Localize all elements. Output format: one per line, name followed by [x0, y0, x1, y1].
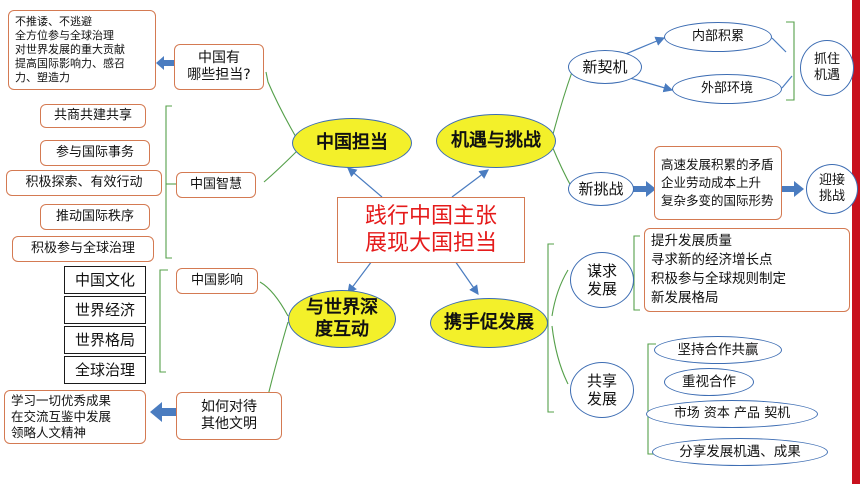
wisdom-item: 积极探索、有效行动	[6, 170, 162, 196]
label-china-wisdom: 中国智慧	[176, 172, 256, 198]
branch-world-interaction: 与世界深 度互动	[288, 290, 396, 348]
responsibility-answer: 不推诿、不逃避 全方位参与全球治理 对世界发展的重大贡献 提高国际影响力、感召 …	[8, 10, 156, 90]
influence-item: 世界经济	[64, 296, 146, 324]
influence-item: 世界格局	[64, 326, 146, 354]
development-outer-bracket	[547, 243, 554, 413]
trunk-to-share	[551, 325, 569, 385]
seek-bracket	[633, 235, 640, 311]
challenge-details: 高速发展积累的矛盾 企业劳动成本上升 复杂多变的国际形势	[654, 146, 782, 220]
question-what-responsibility: 中国有 哪些担当?	[174, 44, 264, 90]
influence-bracket	[159, 269, 168, 373]
wisdom-item: 共商共建共享	[40, 104, 146, 128]
node-external-environment: 外部环境	[672, 74, 782, 104]
civilization-answer: 学习一切优秀成果 在交流互鉴中发展 领略人文精神	[4, 390, 146, 444]
branch-opportunities-challenges: 机遇与挑战	[436, 114, 556, 168]
node-shared-development: 共享 发展	[570, 362, 634, 418]
center-to-china-responsibility-arrow	[347, 167, 383, 198]
civilization-answer-arrow-icon	[150, 402, 176, 422]
center-to-opportunities-arrow	[451, 169, 489, 198]
trunk-to-wisdom	[263, 147, 301, 183]
meet-challenge-arrow-icon	[782, 181, 804, 197]
node-new-challenge: 新挑战	[568, 172, 634, 206]
trunk-to-new-challenge	[551, 145, 573, 189]
shared-development-item: 分享发展机遇、成果	[652, 438, 828, 466]
trunk-to-new-opportunity	[551, 71, 573, 139]
branch-china-responsibility: 中国担当	[292, 118, 412, 168]
shared-development-item: 市场 资本 产品 契机	[646, 400, 818, 428]
question-other-civilizations: 如何对待 其他文明	[176, 392, 282, 440]
external-to-seize-line	[781, 75, 793, 89]
node-internal-accumulation: 内部积累	[664, 22, 772, 52]
central-topic-line2: 展现大国担当	[364, 231, 497, 256]
central-topic: 践行中国主张 展现大国担当	[337, 197, 525, 263]
slide-accent-bar	[852, 0, 860, 484]
share-bracket	[647, 343, 656, 455]
seize-bracket	[786, 21, 795, 101]
wisdom-item: 推动国际秩序	[40, 204, 150, 230]
wisdom-item: 参与国际事务	[40, 140, 150, 166]
node-seize-opportunity: 抓住 机遇	[800, 40, 854, 96]
seek-development-items: 提升发展质量 寻求新的经济增长点 积极参与全球规则制定 新发展格局	[644, 228, 850, 312]
central-topic-line1: 践行中国主张	[364, 203, 497, 229]
wisdom-item: 积极参与全球治理	[12, 236, 154, 262]
center-to-joint-development-arrow	[454, 260, 479, 295]
trunk-to-influence	[259, 281, 289, 317]
challenge-details-arrow-icon	[633, 181, 656, 197]
shared-development-item: 重视合作	[664, 368, 754, 396]
influence-item: 全球治理	[64, 356, 146, 384]
question-answer-arrow-icon	[156, 56, 174, 70]
node-meet-challenge: 迎接 挑战	[806, 164, 858, 214]
internal-to-seize-line	[771, 37, 787, 53]
node-seek-development: 谋求 发展	[570, 252, 634, 308]
center-to-world-interaction-arrow	[347, 260, 373, 294]
branch-joint-development: 携手促发展	[430, 298, 548, 348]
influence-item: 中国文化	[64, 266, 146, 294]
shared-development-item: 坚持合作共赢	[654, 336, 782, 364]
trunk-to-seek	[551, 269, 569, 317]
wisdom-bracket	[165, 105, 172, 259]
label-china-influence: 中国影响	[176, 268, 258, 294]
node-new-opportunity: 新契机	[568, 50, 642, 84]
